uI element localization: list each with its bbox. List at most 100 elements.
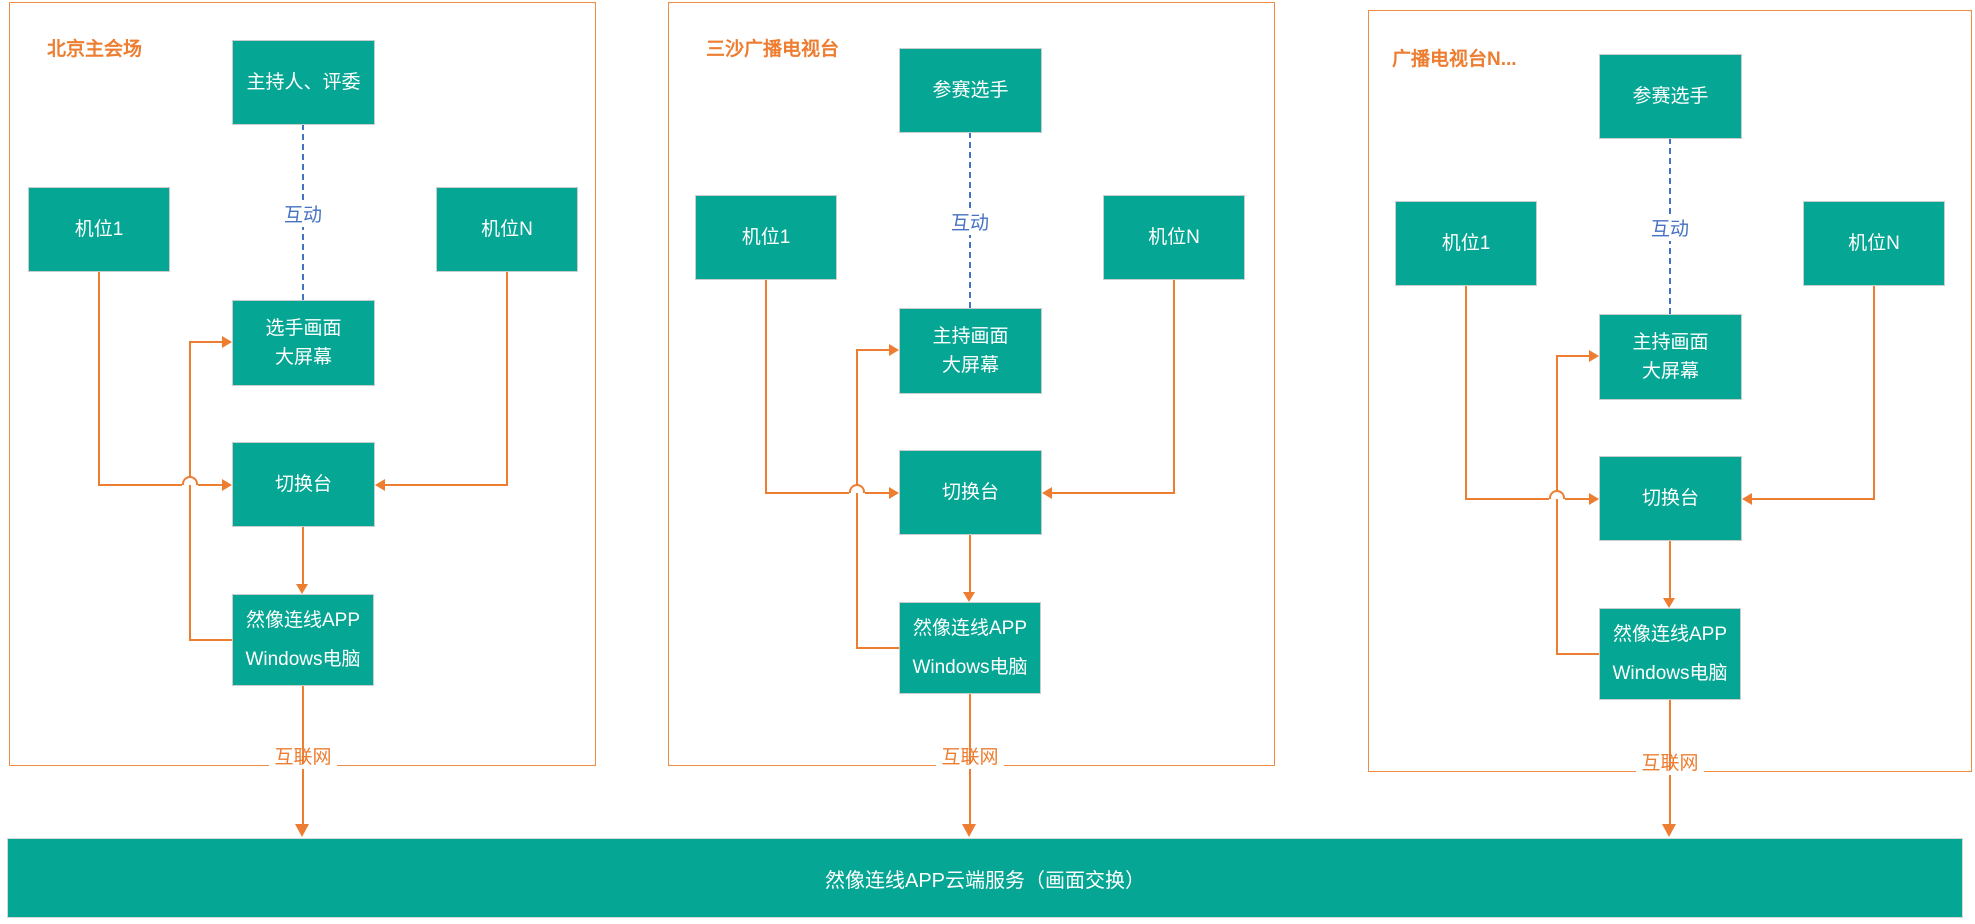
node-contestant: 参赛选手: [899, 48, 1042, 133]
cameraN-to-switcher-line: [1752, 498, 1874, 500]
app-line1: 然像连线APP: [245, 610, 361, 631]
camera1-to-switcher-line: [198, 484, 222, 486]
node-big-screen: 主持画面 大屏幕: [1599, 314, 1742, 400]
internet-label: 互联网: [941, 747, 999, 768]
app-to-bigscreen-line: [856, 349, 858, 649]
interaction-label: 互动: [940, 208, 1000, 235]
app-to-bigscreen-line: [857, 349, 889, 351]
switcher-to-app-line: [969, 534, 971, 592]
app-to-bigscreen-line: [1556, 355, 1558, 655]
panel-border: [1368, 10, 1972, 772]
node-app-windows-pc: 然像连线APP Windows电脑: [1599, 608, 1741, 700]
node-camera-n: 机位N: [1803, 201, 1945, 286]
node-app-windows-pc: 然像连线APP Windows电脑: [899, 602, 1041, 694]
camera1-to-switcher-line: [1465, 286, 1467, 500]
border-gap: [269, 764, 337, 769]
cameraN-to-switcher-line: [385, 484, 507, 486]
app-line2: Windows电脑: [1612, 662, 1728, 684]
cloud-service-bar: 然像连线APP云端服务（画面交换）: [7, 838, 1963, 918]
node-contestant: 参赛选手: [1599, 54, 1742, 139]
arrowhead-into-bigscreen: [222, 336, 232, 348]
border-gap: [936, 764, 1004, 769]
interaction-label: 互动: [1640, 214, 1700, 241]
app-to-bigscreen-line: [857, 647, 899, 649]
arrowhead-into-switcher-right: [1042, 487, 1052, 499]
cameraN-to-switcher-line: [1873, 286, 1875, 500]
app-line2: Windows电脑: [245, 648, 361, 670]
big-screen-line1: 选手画面: [265, 317, 342, 339]
interaction-dotted-line: [1669, 138, 1671, 314]
border-gap: [1636, 770, 1704, 775]
node-camera-1: 机位1: [28, 187, 170, 272]
node-host-judges: 主持人、评委: [232, 40, 375, 125]
big-screen-line1: 主持画面: [1632, 331, 1709, 353]
app-line1: 然像连线APP: [1612, 624, 1728, 645]
app-to-internet-line: [302, 686, 304, 766]
big-screen-line2: 大屏幕: [941, 355, 999, 376]
panel-border: [9, 2, 596, 766]
panel-title: 广播电视台N...: [1392, 49, 1517, 70]
camera1-to-switcher-line: [99, 484, 182, 486]
node-camera-n: 机位N: [1103, 195, 1245, 280]
node-camera-1: 机位1: [1395, 201, 1537, 286]
arrowhead-into-app: [296, 584, 308, 594]
arrowhead-into-switcher-left: [222, 479, 232, 491]
camera1-to-switcher-line: [1466, 498, 1549, 500]
app-to-bigscreen-line: [190, 639, 232, 641]
app-to-internet-line: [969, 694, 971, 766]
panel-title: 北京主会场: [47, 39, 143, 60]
panel-title: 三沙广播电视台: [706, 39, 840, 60]
internet-label: 互联网: [1641, 753, 1699, 774]
line-crossing-hop: [849, 484, 865, 493]
interaction-label: 互动: [273, 200, 333, 227]
switcher-to-app-line: [1669, 540, 1671, 598]
internet-label: 互联网: [274, 747, 332, 768]
app-to-bigscreen-line: [190, 341, 222, 343]
big-screen-line2: 大屏幕: [1641, 361, 1699, 382]
arrowhead-into-cloud-bar: [1662, 824, 1676, 837]
camera1-to-switcher-line: [865, 492, 889, 494]
big-screen-line2: 大屏幕: [274, 347, 332, 368]
camera1-to-switcher-line: [98, 272, 100, 486]
node-switcher: 切换台: [899, 450, 1042, 535]
line-crossing-hop: [182, 476, 198, 485]
node-switcher: 切换台: [1599, 456, 1742, 541]
switcher-to-app-line: [302, 526, 304, 584]
app-line1: 然像连线APP: [912, 618, 1028, 639]
internet-to-cloud-line: [969, 766, 971, 826]
internet-to-cloud-line: [1669, 772, 1671, 826]
arrowhead-into-switcher-left: [889, 487, 899, 499]
arrowhead-into-bigscreen: [889, 344, 899, 356]
node-camera-1: 机位1: [695, 195, 837, 280]
node-big-screen: 主持画面 大屏幕: [899, 308, 1042, 394]
arrowhead-into-cloud-bar: [962, 824, 976, 837]
arrowhead-into-switcher-right: [1742, 493, 1752, 505]
cameraN-to-switcher-line: [1052, 492, 1174, 494]
cameraN-to-switcher-line: [1173, 280, 1175, 494]
arrowhead-into-cloud-bar: [295, 824, 309, 837]
arrowhead-into-app: [963, 592, 975, 602]
app-to-bigscreen-line: [1557, 355, 1589, 357]
node-camera-n: 机位N: [436, 187, 578, 272]
interaction-dotted-line: [969, 132, 971, 308]
cloud-service-label: 然像连线APP云端服务（画面交换）: [824, 869, 1146, 892]
arrowhead-into-app: [1663, 598, 1675, 608]
arrowhead-into-bigscreen: [1589, 350, 1599, 362]
node-big-screen: 选手画面 大屏幕: [232, 300, 375, 386]
app-to-internet-line: [1669, 700, 1671, 772]
node-app-windows-pc: 然像连线APP Windows电脑: [232, 594, 374, 686]
cameraN-to-switcher-line: [506, 272, 508, 486]
camera1-to-switcher-line: [1565, 498, 1589, 500]
app-to-bigscreen-line: [1557, 653, 1599, 655]
internet-to-cloud-line: [302, 766, 304, 826]
camera1-to-switcher-line: [766, 492, 849, 494]
camera1-to-switcher-line: [765, 280, 767, 494]
arrowhead-into-switcher-right: [375, 479, 385, 491]
line-crossing-hop: [1549, 490, 1565, 499]
app-to-bigscreen-line: [189, 341, 191, 641]
interaction-dotted-line: [302, 124, 304, 300]
